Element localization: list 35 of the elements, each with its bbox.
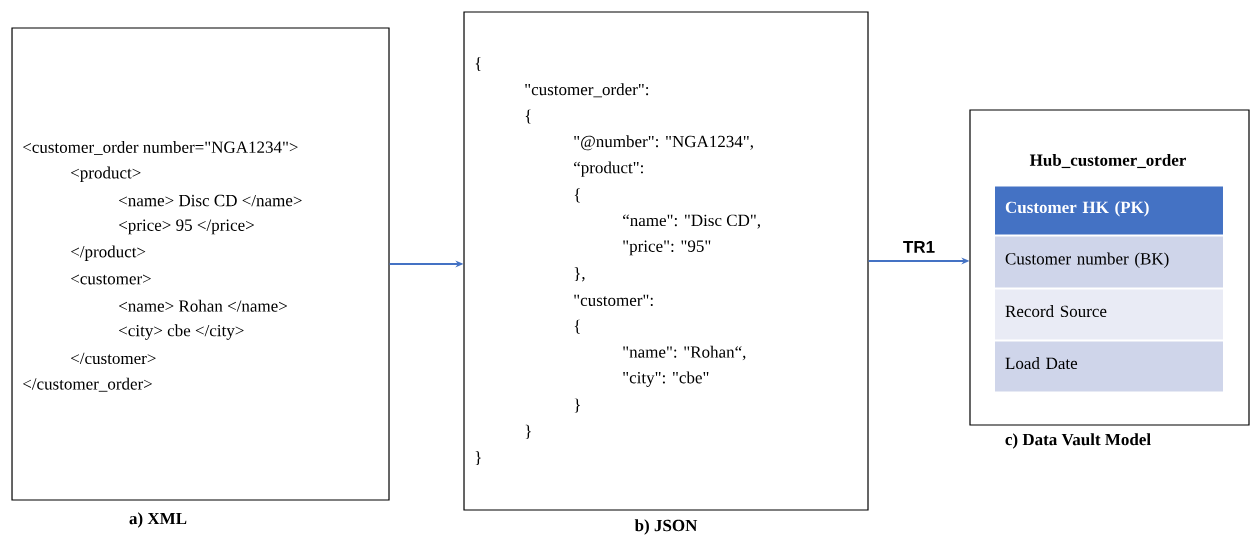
code-line: { <box>525 109 531 124</box>
code-line: <city> cbe </city> <box>119 324 244 340</box>
code-line: "@number": "NGA1234", <box>574 135 753 151</box>
code-line: "customer": <box>574 294 653 307</box>
code-line: } <box>525 424 531 439</box>
panel-caption: c) Data Vault Model <box>1005 433 1151 449</box>
edge-label: TR1 <box>901 240 937 254</box>
table-row: Record Source <box>995 289 1223 340</box>
code-line: <name> Disc CD </name> <box>119 194 302 207</box>
code-line: <customer_order number="NGA1234"> <box>23 141 298 155</box>
panel-caption: a) XML <box>129 512 187 528</box>
code-line: } <box>574 398 580 413</box>
code-line: "price": "95" <box>623 240 711 256</box>
code-line: </product> <box>71 245 146 261</box>
code-line: "customer_order": <box>525 83 649 98</box>
code-line: </customer> <box>71 352 156 365</box>
code-line: { <box>475 56 481 72</box>
table-row: Customer number (BK) <box>995 236 1223 288</box>
code-line: “name": "Disc CD", <box>623 214 760 229</box>
code-line: } <box>475 451 481 466</box>
panel-caption: b) JSON <box>634 519 698 535</box>
code-line: “product": <box>574 161 643 177</box>
table-row: Load Date <box>995 341 1223 392</box>
code-line: <name> Rohan </name> <box>119 299 287 312</box>
code-line: "name": "Rohan“, <box>623 345 746 361</box>
code-line: }, <box>574 267 585 282</box>
code-line: <product> <box>71 166 141 182</box>
code-line: <price> 95 </price> <box>119 219 254 235</box>
code-line: <customer> <box>71 274 151 285</box>
code-line: { <box>574 188 580 203</box>
code-line: "city": "cbe" <box>623 371 709 387</box>
table-row: Customer HK (PK) <box>995 186 1223 235</box>
entity-title: Hub_customer_order <box>1029 153 1186 169</box>
code-line: { <box>574 319 580 334</box>
code-line: </customer_order> <box>23 377 152 392</box>
